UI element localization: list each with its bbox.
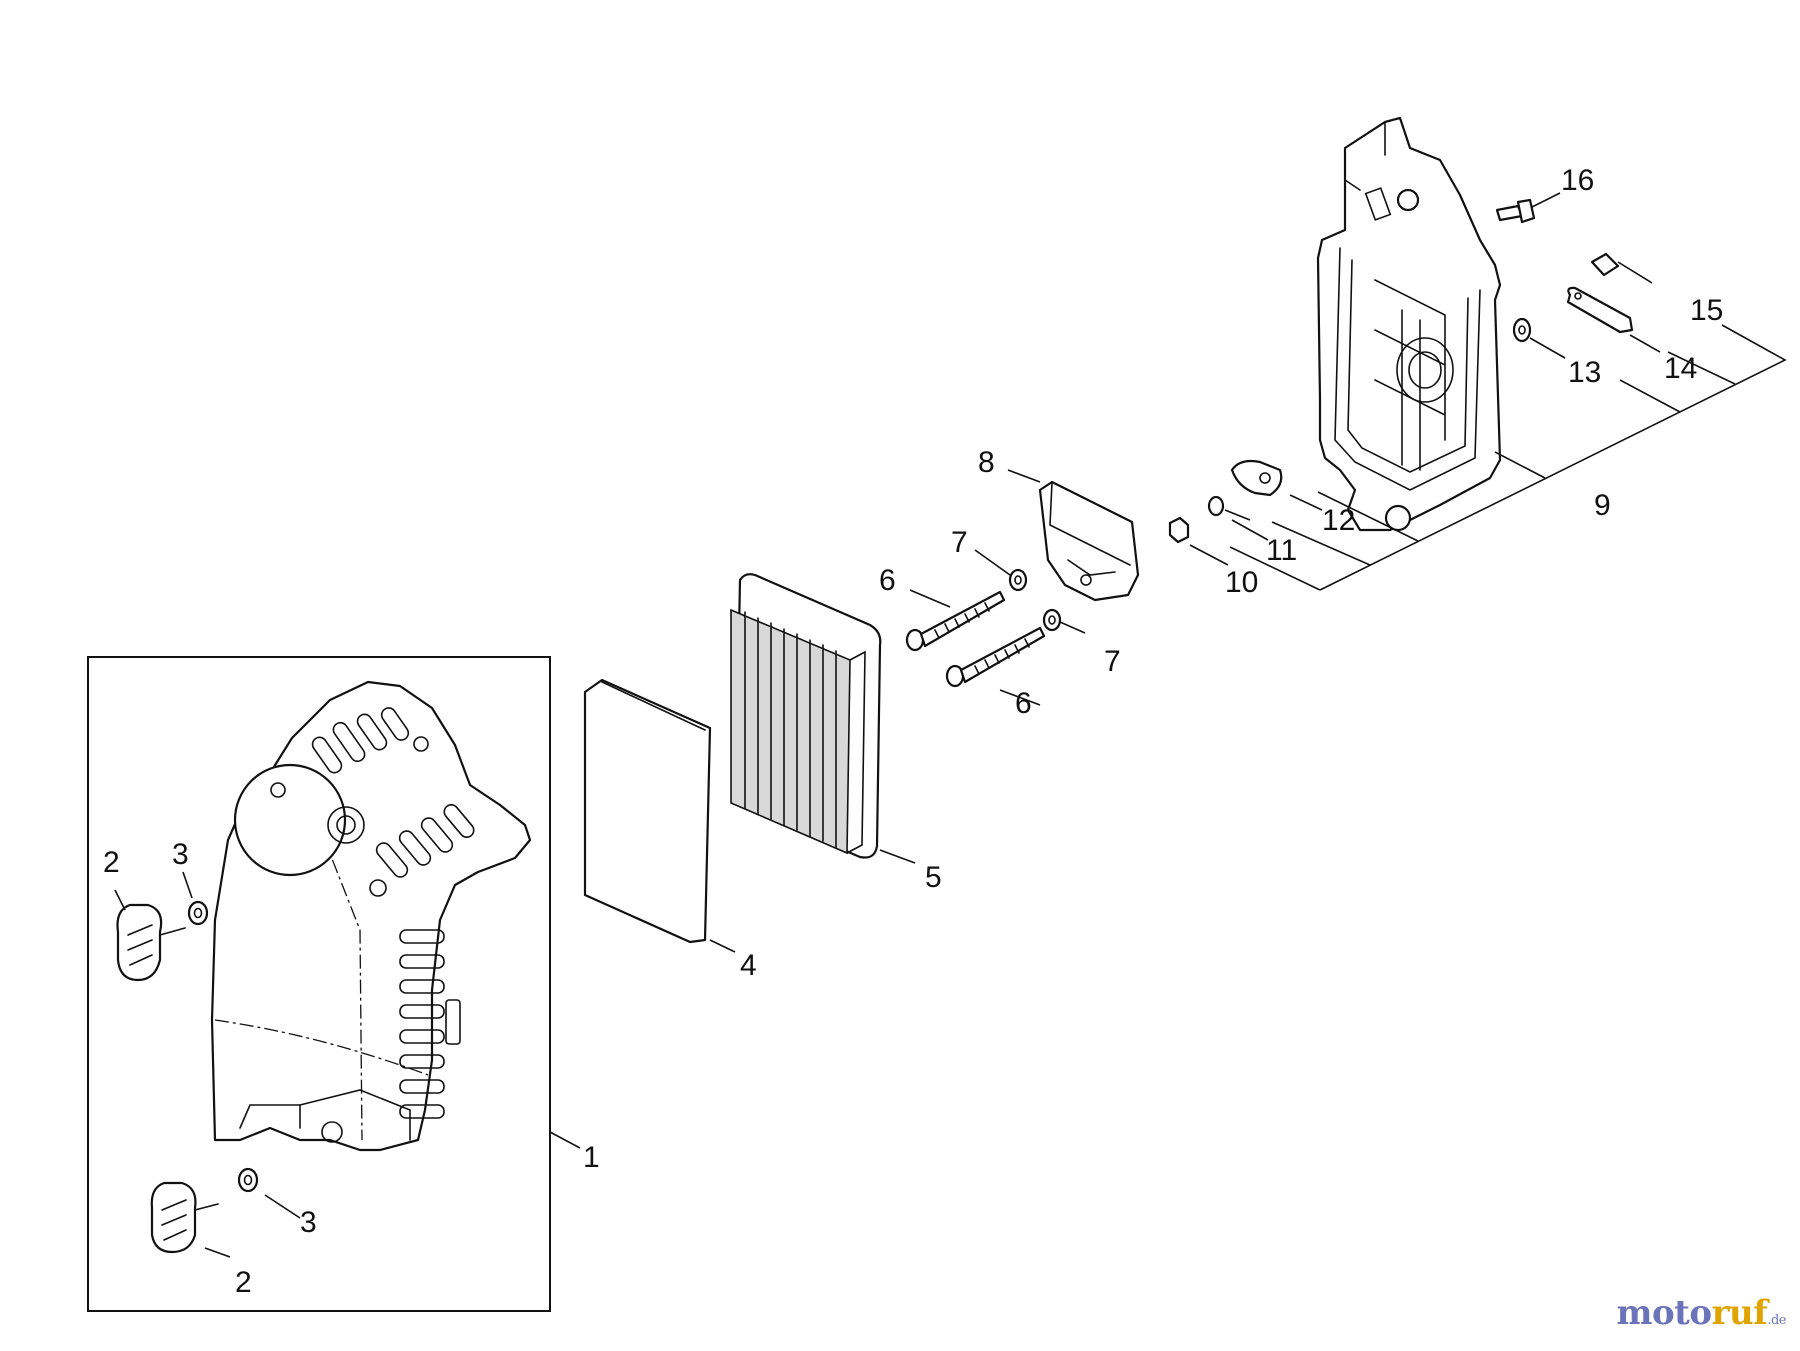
callout-10: 10 (1225, 566, 1258, 599)
callout-8: 8 (978, 446, 995, 479)
part-washer-lower (237, 1167, 259, 1193)
part-bolt-lower (945, 626, 1046, 688)
callout-13: 13 (1568, 356, 1601, 389)
callout-15: 15 (1690, 294, 1723, 327)
part-knob-upper (116, 903, 186, 982)
callout-3-upper: 3 (172, 838, 189, 871)
part-washer-upper (187, 900, 209, 926)
part-knob-lower (150, 1181, 219, 1254)
watermark-part2: ruf (1711, 1293, 1768, 1333)
leader-lines (114, 192, 1787, 1258)
part-pin-15 (1590, 252, 1620, 277)
callout-6-upper: 6 (879, 564, 896, 597)
watermark-part1: moto (1616, 1293, 1713, 1333)
kit-box (87, 656, 551, 1312)
part-nut (1168, 516, 1190, 544)
callout-5: 5 (925, 861, 942, 894)
part-guide-plate (1038, 480, 1140, 602)
callout-3-lower: 3 (300, 1206, 317, 1239)
callout-1: 1 (583, 1141, 600, 1174)
part-lever-14 (1566, 286, 1634, 334)
callout-9: 9 (1594, 489, 1611, 522)
part-bolt-16 (1495, 198, 1536, 224)
callout-16: 16 (1561, 164, 1594, 197)
part-cover (210, 680, 532, 1152)
callout-labels: 1 2 2 3 3 4 5 6 6 7 7 8 9 10 11 12 13 14… (103, 164, 1723, 1299)
part-case (1316, 116, 1502, 532)
part-bolt-upper (905, 590, 1006, 652)
callout-7-upper: 7 (951, 526, 968, 559)
watermark-suffix: .de (1767, 1313, 1786, 1328)
part-washer-7-upper (1008, 568, 1028, 592)
callout-7-lower: 7 (1104, 645, 1121, 678)
part-washer-13 (1512, 317, 1532, 343)
callout-4: 4 (740, 949, 757, 982)
callout-2-lower: 2 (235, 1266, 252, 1299)
part-prefilter (583, 678, 712, 944)
part-washer-11 (1207, 495, 1225, 517)
callout-2-upper: 2 (103, 846, 120, 879)
part-washer-7-lower (1042, 608, 1062, 632)
watermark-logo: motoruf.de (1616, 1293, 1787, 1333)
part-filter-element (730, 573, 882, 859)
callout-6-lower: 6 (1015, 687, 1032, 720)
callout-12: 12 (1322, 504, 1355, 537)
callout-14: 14 (1664, 352, 1697, 385)
part-bracket-12 (1230, 459, 1283, 497)
callout-11: 11 (1266, 534, 1297, 567)
